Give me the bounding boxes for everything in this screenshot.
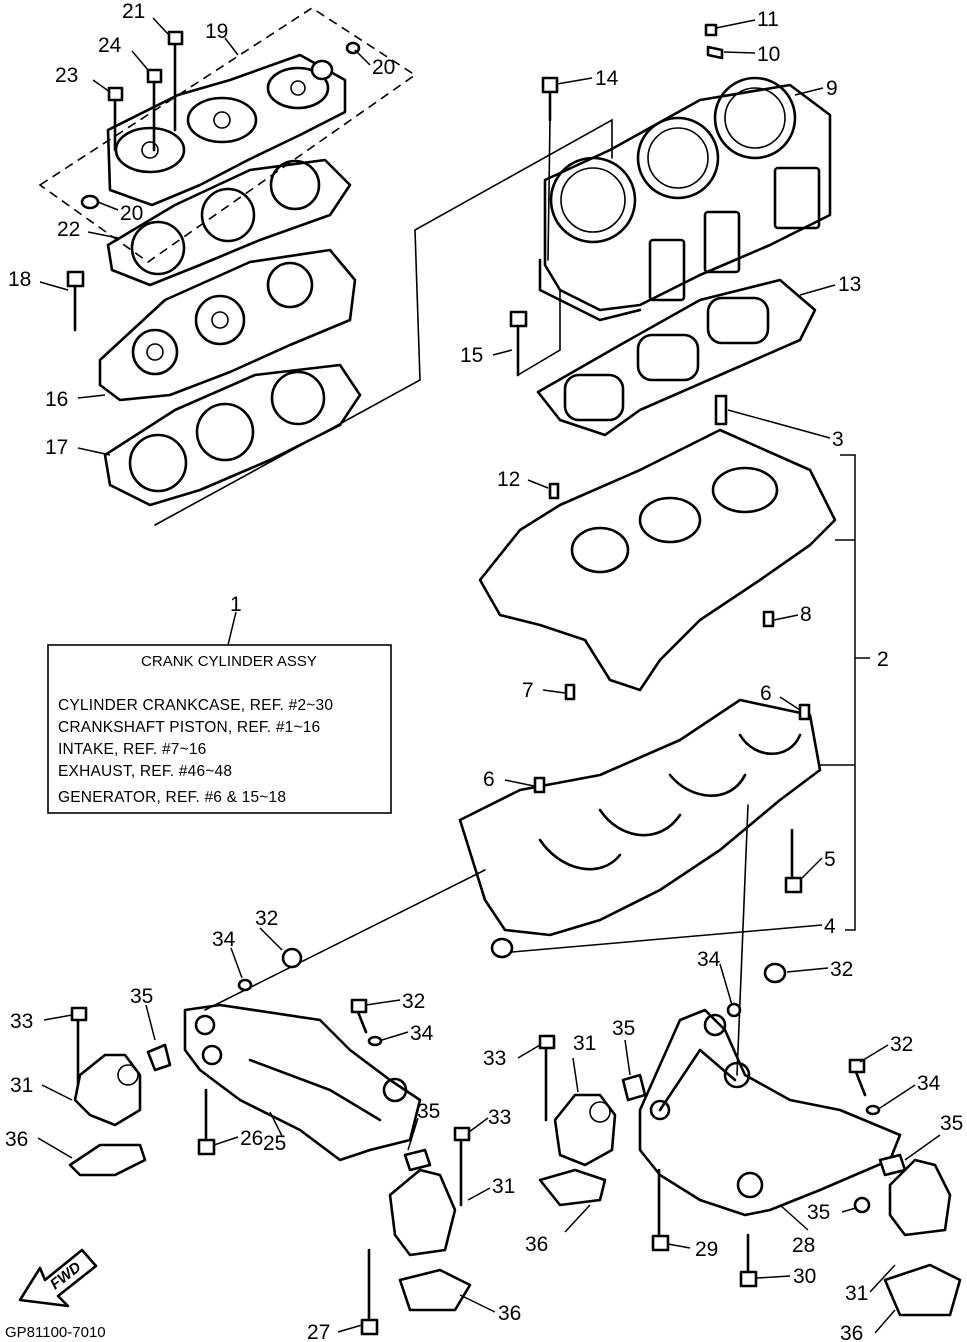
callout-label: 10: [757, 43, 780, 66]
rubber-mount-right: [883, 1158, 962, 1317]
callout-label: 35: [807, 1201, 830, 1224]
callout-label: 11: [757, 8, 779, 31]
callout-label: 36: [498, 1302, 521, 1325]
callout-label: 34: [697, 948, 721, 971]
callout-label: 33: [488, 1106, 511, 1129]
callout-label: 35: [417, 1100, 440, 1123]
info-box-line: CRANKSHAFT PISTON, REF. #1~16: [58, 719, 320, 736]
engine-mount-bracket-28: [638, 804, 902, 1217]
bolts-bottom-right: [538, 962, 907, 1288]
callout-label: 34: [410, 1022, 434, 1045]
callout-label: 33: [10, 1010, 33, 1033]
rubber-mount-center: [388, 1168, 472, 1312]
info-box-line: INTAKE, REF. #7~16: [58, 741, 206, 758]
callout-label: 14: [595, 67, 619, 90]
callout-label: 25: [263, 1132, 286, 1155]
leader-lines: [37, 17, 941, 1334]
callout-label: 8: [800, 603, 812, 626]
info-box-title: CRANK CYLINDER ASSY: [141, 653, 317, 670]
callout-label: 28: [792, 1234, 815, 1257]
bolts-bottom-left: [70, 947, 471, 1336]
callout-label: 30: [793, 1265, 816, 1288]
callout-label: 27: [307, 1321, 330, 1342]
exhaust-gasket-22: [106, 158, 352, 287]
callout-label: 5: [824, 848, 836, 871]
callout-label: 36: [840, 1322, 863, 1342]
cylinder-block-9: [538, 76, 832, 322]
callout-label: 31: [573, 1032, 596, 1055]
callout-label: 13: [838, 273, 861, 296]
bolts-top-right: [509, 23, 724, 377]
callout-label: 35: [940, 1112, 963, 1135]
callout-label: 31: [492, 1175, 515, 1198]
callout-label: 23: [55, 64, 78, 87]
callout-label: 20: [372, 56, 395, 79]
callout-label: 15: [460, 344, 483, 367]
callout-label: 4: [824, 915, 836, 938]
callout-label: 16: [45, 388, 68, 411]
callout-label: 32: [402, 990, 425, 1013]
callout-label: 19: [205, 20, 228, 43]
info-box-line: CYLINDER CRANKCASE, REF. #2~30: [58, 697, 333, 714]
callout-label: 33: [483, 1047, 506, 1070]
callout-label: 35: [612, 1017, 635, 1040]
rubber-mount-right-center: [538, 1093, 617, 1207]
callout-label: 21: [122, 0, 145, 23]
callout-label: 1: [230, 593, 242, 616]
cylinder-head-16: [98, 248, 357, 402]
cylinder-gasket-13: [536, 278, 817, 437]
figure-code: GP81100-7010: [5, 1324, 106, 1341]
callout-label: 31: [10, 1074, 33, 1097]
info-box-line: GENERATOR, REF. #6 & 15~18: [58, 789, 286, 806]
callout-label: 7: [522, 679, 534, 702]
callout-label: 26: [240, 1127, 263, 1150]
callout-label: 12: [497, 468, 520, 491]
callout-numbers: 21 19 24 23 20 20 22 18 16 17 11 10 14 9…: [5, 0, 963, 1342]
callout-label: 9: [826, 77, 838, 100]
info-box-line: EXHAUST, REF. #46~48: [58, 763, 232, 780]
callout-label: 32: [255, 907, 278, 930]
fwd-arrow-icon: FWD: [18, 1248, 98, 1308]
callout-label: 36: [5, 1128, 28, 1151]
callout-label: 6: [483, 768, 495, 791]
callout-label: 3: [832, 428, 844, 451]
callout-label: 17: [45, 436, 68, 459]
callout-label: 34: [917, 1072, 941, 1095]
callout-label: 24: [98, 34, 122, 57]
callout-label: 2: [877, 648, 889, 671]
callout-label: 32: [830, 958, 853, 981]
crankcase-upper-3: [478, 394, 837, 701]
callout-label: 18: [8, 268, 31, 291]
callout-label: 32: [890, 1033, 913, 1056]
bolts-top-left: [66, 30, 361, 332]
callout-label: 34: [212, 928, 236, 951]
callout-label: 35: [130, 985, 153, 1008]
callout-label: 20: [120, 202, 143, 225]
head-gasket-17: [103, 363, 362, 507]
info-box: [47, 611, 392, 814]
callout-label: 6: [760, 682, 772, 705]
callout-label: 31: [845, 1282, 868, 1305]
callout-label: 36: [525, 1233, 548, 1256]
callout-label: 29: [695, 1238, 718, 1261]
rubber-mount-left: [68, 1053, 147, 1177]
crankcase-lower-4: [458, 698, 822, 959]
callout-label: 22: [57, 218, 80, 241]
